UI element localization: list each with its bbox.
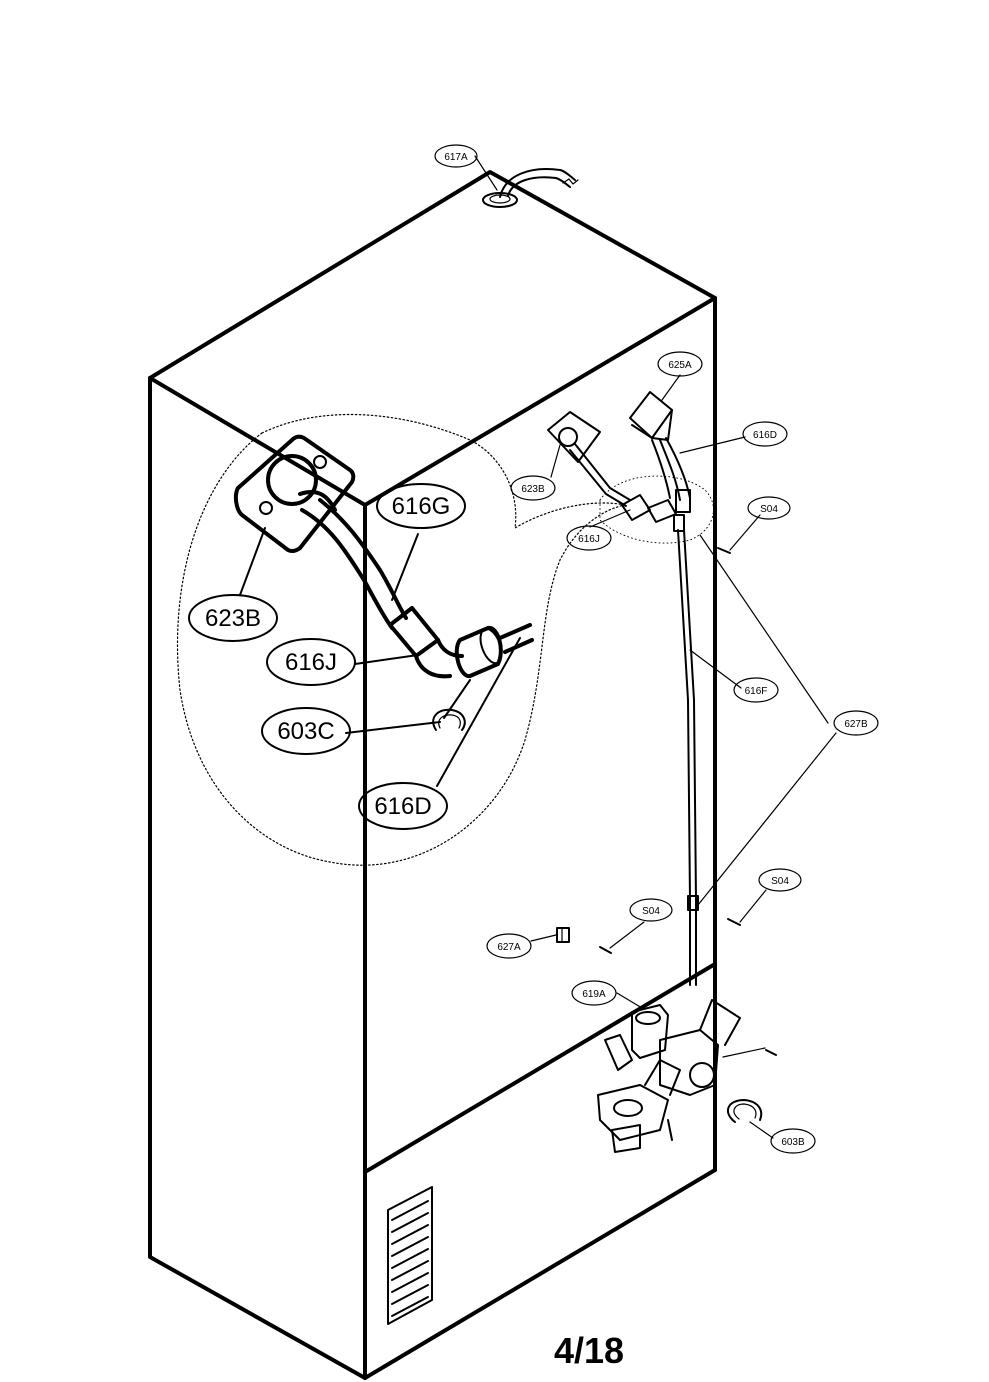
leader-lines	[239, 155, 837, 1139]
svg-text:617A: 617A	[444, 152, 468, 163]
water-tube-bracket	[547, 411, 631, 507]
svg-text:616J: 616J	[578, 534, 600, 545]
callout-623B-large: 623B	[188, 594, 278, 642]
callout-627A: 627A	[486, 933, 532, 959]
fitting-cluster	[599, 475, 714, 544]
callout-617A: 617A	[434, 144, 478, 168]
callout-625A: 625A	[657, 351, 703, 377]
callout-603B: 603B	[770, 1128, 816, 1154]
clip-603B	[726, 1099, 763, 1123]
svg-text:623B: 623B	[205, 605, 261, 632]
callout-603C-large: 603C	[261, 707, 351, 755]
svg-text:S04: S04	[642, 906, 660, 917]
callout-616J-small: 616J	[566, 525, 612, 551]
svg-text:619A: 619A	[582, 989, 606, 1000]
svg-text:616D: 616D	[753, 430, 777, 441]
water-tube-616F	[677, 529, 699, 986]
callout-S04-b: S04	[758, 868, 802, 892]
solenoid-625A	[629, 391, 691, 501]
vent-grille	[387, 1186, 433, 1325]
callout-616D-small: 616D	[742, 421, 788, 447]
callout-616G-large: 616G	[376, 483, 466, 529]
water-tube-bracket-detail	[233, 434, 534, 731]
svg-text:S04: S04	[771, 876, 789, 887]
svg-text:603C: 603C	[277, 718, 334, 745]
screws-S04	[599, 547, 777, 1056]
callout-627B: 627B	[833, 710, 879, 736]
callout-623B-small: 623B	[510, 475, 556, 501]
svg-text:616J: 616J	[285, 649, 337, 676]
callout-616D-large: 616D	[358, 782, 448, 830]
svg-text:603B: 603B	[781, 1137, 805, 1148]
clip-627A	[556, 927, 570, 943]
svg-text:616D: 616D	[374, 793, 431, 820]
callout-S04-c: S04	[629, 898, 673, 922]
grommet-617A	[482, 168, 579, 208]
water-valve-619A	[597, 999, 741, 1153]
svg-text:616G: 616G	[392, 493, 451, 520]
cabinet-outline	[148, 170, 717, 1380]
svg-text:627B: 627B	[844, 719, 868, 730]
svg-text:S04: S04	[760, 504, 778, 515]
callout-S04-a: S04	[747, 496, 791, 520]
page-number: 4/18	[554, 1330, 624, 1371]
callout-616F: 616F	[733, 677, 779, 703]
callout-616J-large: 616J	[266, 638, 356, 686]
svg-text:616F: 616F	[745, 686, 768, 697]
callout-619A: 619A	[571, 980, 617, 1006]
svg-text:625A: 625A	[668, 360, 692, 371]
detail-magnifier-bubble	[177, 413, 626, 866]
svg-text:627A: 627A	[497, 942, 521, 953]
svg-text:623B: 623B	[521, 484, 545, 495]
